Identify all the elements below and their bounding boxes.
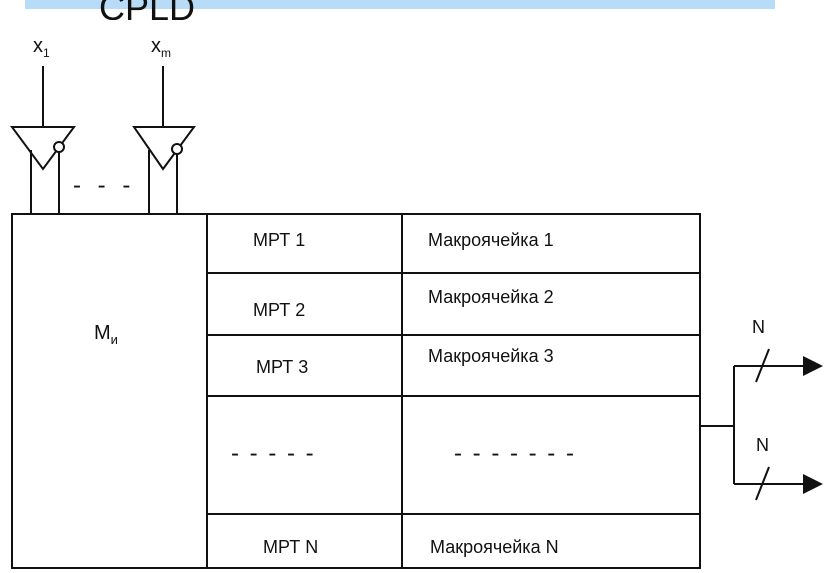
outputs-group: N N [700, 317, 823, 501]
cell-3-label: Макроячейка 3 [428, 346, 554, 366]
input-xm-label: xm [151, 35, 171, 60]
input-xm-inversion [171, 143, 183, 155]
term-1-label: МРТ 1 [253, 230, 305, 250]
term-2-label: МРТ 2 [253, 300, 305, 320]
output-2-slash [755, 466, 770, 501]
term-n-label: МРТ N [263, 537, 318, 557]
inputs-ellipsis: - - - [73, 172, 135, 199]
output-1-slash [755, 348, 770, 383]
input-xm-buffer [132, 126, 196, 171]
cell-2-label: Макроячейка 2 [428, 287, 554, 307]
title-band [25, 0, 775, 9]
term-ellipsis: - - - - - [231, 440, 316, 467]
cell-1-label: Макроячейка 1 [428, 230, 554, 250]
cell-ellipsis: - - - - - - - [454, 440, 576, 467]
input-xm-group: xm [132, 35, 196, 214]
input-x1-label: x1 [33, 35, 50, 60]
matrix-label: Mи [94, 322, 118, 347]
output-1-label: N [752, 317, 765, 337]
diagram-title: CPLD [99, 0, 195, 20]
output-2-label: N [756, 435, 769, 455]
input-x1-inversion [53, 141, 65, 153]
input-x1-group: x1 [10, 35, 76, 214]
cpld-frame [11, 213, 701, 569]
term-3-label: МРТ 3 [256, 357, 308, 377]
cell-n-label: Макроячейка N [430, 537, 559, 557]
